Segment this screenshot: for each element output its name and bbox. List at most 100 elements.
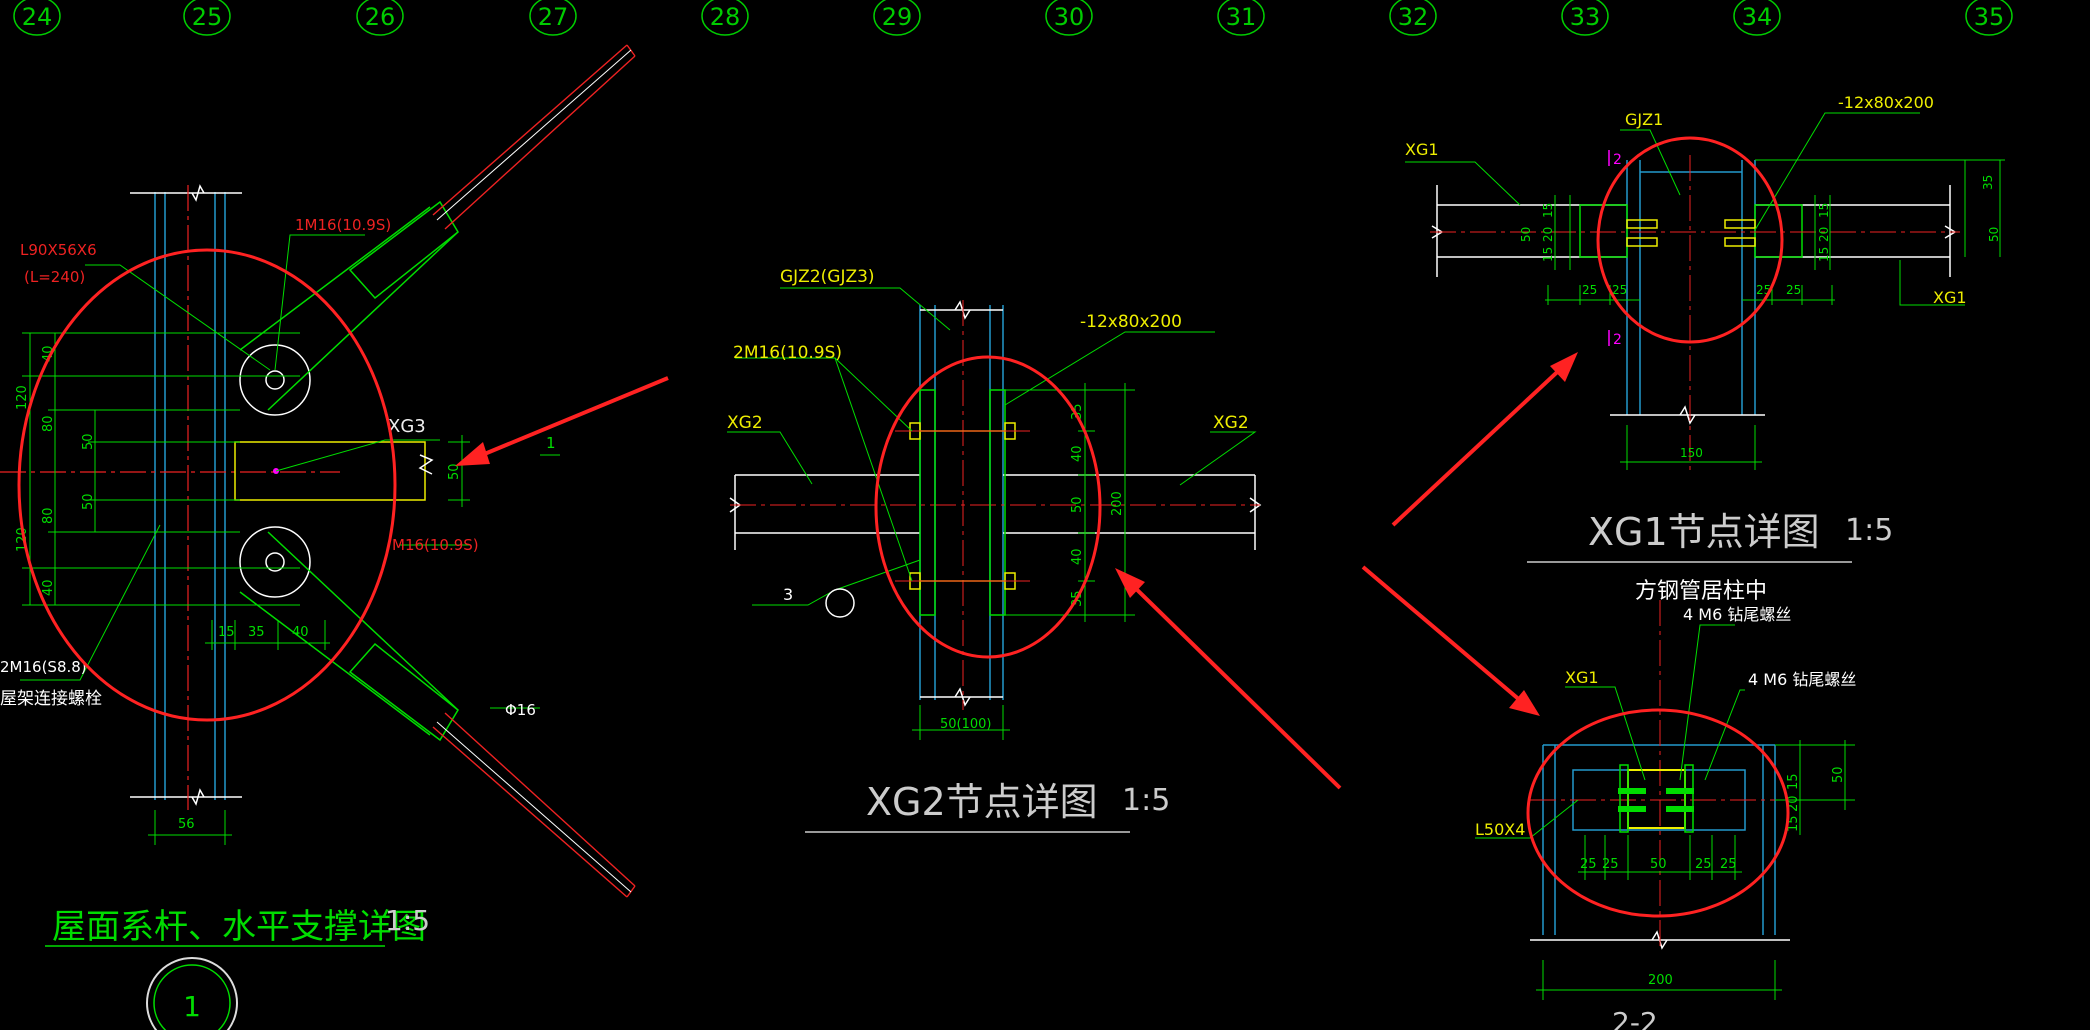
dim-text: 50 xyxy=(447,463,462,480)
axis-bubble-29: 29 xyxy=(873,0,921,36)
weld-symbol-number: 3 xyxy=(783,585,793,604)
dim-text: 40 xyxy=(292,625,309,640)
axis-bubble-27: 27 xyxy=(529,0,577,36)
dim-text: 25 xyxy=(1612,283,1627,297)
axis-label: 27 xyxy=(538,3,569,31)
axis-label: 35 xyxy=(1974,3,2005,31)
dim-text: 200 xyxy=(1648,973,1673,988)
axis-label: 32 xyxy=(1398,3,1429,31)
dim-text: 50 xyxy=(81,433,96,450)
bolt-label-top: 1M16(10.9S) xyxy=(295,216,391,234)
axis-bubble-26: 26 xyxy=(356,0,404,36)
dim-text: 150 xyxy=(1680,446,1703,460)
arrow-to-xg1 xyxy=(1391,352,1578,527)
axis-label: 28 xyxy=(710,3,741,31)
rod-label: Φ16 xyxy=(505,701,536,719)
dim-text: 40 xyxy=(41,579,56,596)
plate-label: -12x80x200 xyxy=(1838,93,1934,112)
dim-text: 20 xyxy=(1817,227,1831,242)
axis-label: 34 xyxy=(1742,3,1773,31)
member-label: XG1 xyxy=(1565,668,1599,687)
angle-length-label: (L=240) xyxy=(24,268,85,286)
dim-text: 56 xyxy=(178,817,195,832)
xg1-detail-scale: 1:5 xyxy=(1845,513,1893,548)
dim-text: 20 xyxy=(1541,227,1555,242)
dim-text: 35 xyxy=(1070,403,1085,420)
arrow-to-xg3 xyxy=(455,376,669,466)
dim-text: 25 xyxy=(1786,283,1801,297)
xg1-note: 方钢管居柱中 xyxy=(1635,579,1767,604)
dim-text: 200 xyxy=(1110,491,1125,516)
axis-label: 30 xyxy=(1054,3,1085,31)
column-label: GJZ1 xyxy=(1625,110,1663,129)
dim-text: 15 xyxy=(1817,247,1831,262)
dim-text: 15 xyxy=(1541,247,1555,262)
section-tag-top: 2 xyxy=(1613,152,1622,168)
screw-label-b: 4 M6 钻尾螺丝 xyxy=(1748,670,1856,689)
roof-detail-scale: 1:5 xyxy=(385,904,430,937)
plate-label: -12x80x200 xyxy=(1080,312,1182,332)
member-left-label: XG1 xyxy=(1405,140,1439,159)
dim-text: 20 xyxy=(1786,795,1801,812)
bolt-desc-left: 屋架连接螺栓 xyxy=(0,689,102,709)
axis-bubble-30: 30 xyxy=(1045,0,1093,36)
axis-label: 31 xyxy=(1226,3,1257,31)
dim-text: 15 xyxy=(1817,203,1831,218)
arrow-to-section xyxy=(1361,565,1540,716)
column-label: GJZ2(GJZ3) xyxy=(780,267,875,287)
dim-text: 40 xyxy=(1070,548,1085,565)
dim-text: 15 xyxy=(1541,203,1555,218)
dim-text: 50 xyxy=(1519,227,1533,242)
dim-text: 80 xyxy=(41,415,56,432)
axis-bubble-31: 31 xyxy=(1217,0,1265,36)
dim-text: 25 xyxy=(1580,857,1597,872)
annotation-arrows xyxy=(455,352,1578,790)
member-right-label: XG2 xyxy=(1213,413,1249,433)
axis-label: 33 xyxy=(1570,3,1601,31)
axis-bubble-33: 33 xyxy=(1561,0,1609,36)
dim-text: 25 xyxy=(1720,857,1737,872)
detail-circle-number: 1 xyxy=(183,990,201,1023)
angle-label: L90X56X6 xyxy=(20,241,97,259)
axis-bubble-24: 24 xyxy=(13,0,61,36)
axis-bubble-25: 25 xyxy=(183,0,231,36)
dim-text: 35 xyxy=(1981,175,1995,190)
roof-bracing-detail: 40 120 80 50 50 80 120 40 50 15 35 40 56… xyxy=(0,44,636,1030)
axis-bubble-34: 34 xyxy=(1733,0,1781,36)
dim-text: 50 xyxy=(81,493,96,510)
dim-text: 50 xyxy=(1831,766,1846,783)
bolt-label-left: 2M16(S8.8) xyxy=(0,658,87,676)
axis-label: 25 xyxy=(192,3,223,31)
screw-label-a: 4 M6 钻尾螺丝 xyxy=(1683,605,1791,624)
dim-text: 50 xyxy=(1070,496,1085,513)
axis-bubble-28: 28 xyxy=(701,0,749,36)
highlight-ellipse xyxy=(1526,708,1790,918)
xg2-detail-scale: 1:5 xyxy=(1122,783,1170,818)
member-right-label: XG1 xyxy=(1933,288,1967,307)
xg1-node-detail: 15 20 15 50 15 20 15 50 35 25 25 25 25 1… xyxy=(1405,93,2005,604)
dim-text: 40 xyxy=(1070,445,1085,462)
bolt-label-mid: M16(10.9S) xyxy=(392,536,479,554)
dim-text: 50 xyxy=(1650,857,1667,872)
dim-text: 35 xyxy=(248,625,265,640)
member-xg3-label: XG3 xyxy=(388,416,426,437)
section-2-2-detail: 25 25 50 25 25 15 20 15 50 200 4 M6 钻尾螺丝… xyxy=(1475,600,1856,1030)
dim-text: 25 xyxy=(1602,857,1619,872)
angle-label: L50X4 xyxy=(1475,820,1525,839)
dim-text: 120 xyxy=(15,385,30,410)
dim-text: 25 xyxy=(1695,857,1712,872)
dim-text: 50(100) xyxy=(940,717,992,732)
roof-detail-title: 屋面系杆、水平支撑详图 xyxy=(52,907,426,947)
dim-text: 25 xyxy=(1582,283,1597,297)
dim-text: 15 xyxy=(218,625,235,640)
member-left-label: XG2 xyxy=(727,413,763,433)
xg2-node-detail: 35 40 50 40 35 200 50(100) 3 GJZ2(GJZ3) … xyxy=(727,267,1262,833)
highlight-ellipse xyxy=(17,248,397,722)
dim-text: 50 xyxy=(1987,227,2001,242)
axis-bubble-32: 32 xyxy=(1389,0,1437,36)
axis-label: 24 xyxy=(22,3,53,31)
grid-axis-bubbles: 24 25 26 27 28 29 30 31 32 33 34 35 xyxy=(13,0,2013,36)
dim-text: 15 xyxy=(1786,815,1801,832)
highlight-ellipse xyxy=(1596,136,1784,344)
xg1-detail-title: XG1节点详图 xyxy=(1588,510,1820,554)
